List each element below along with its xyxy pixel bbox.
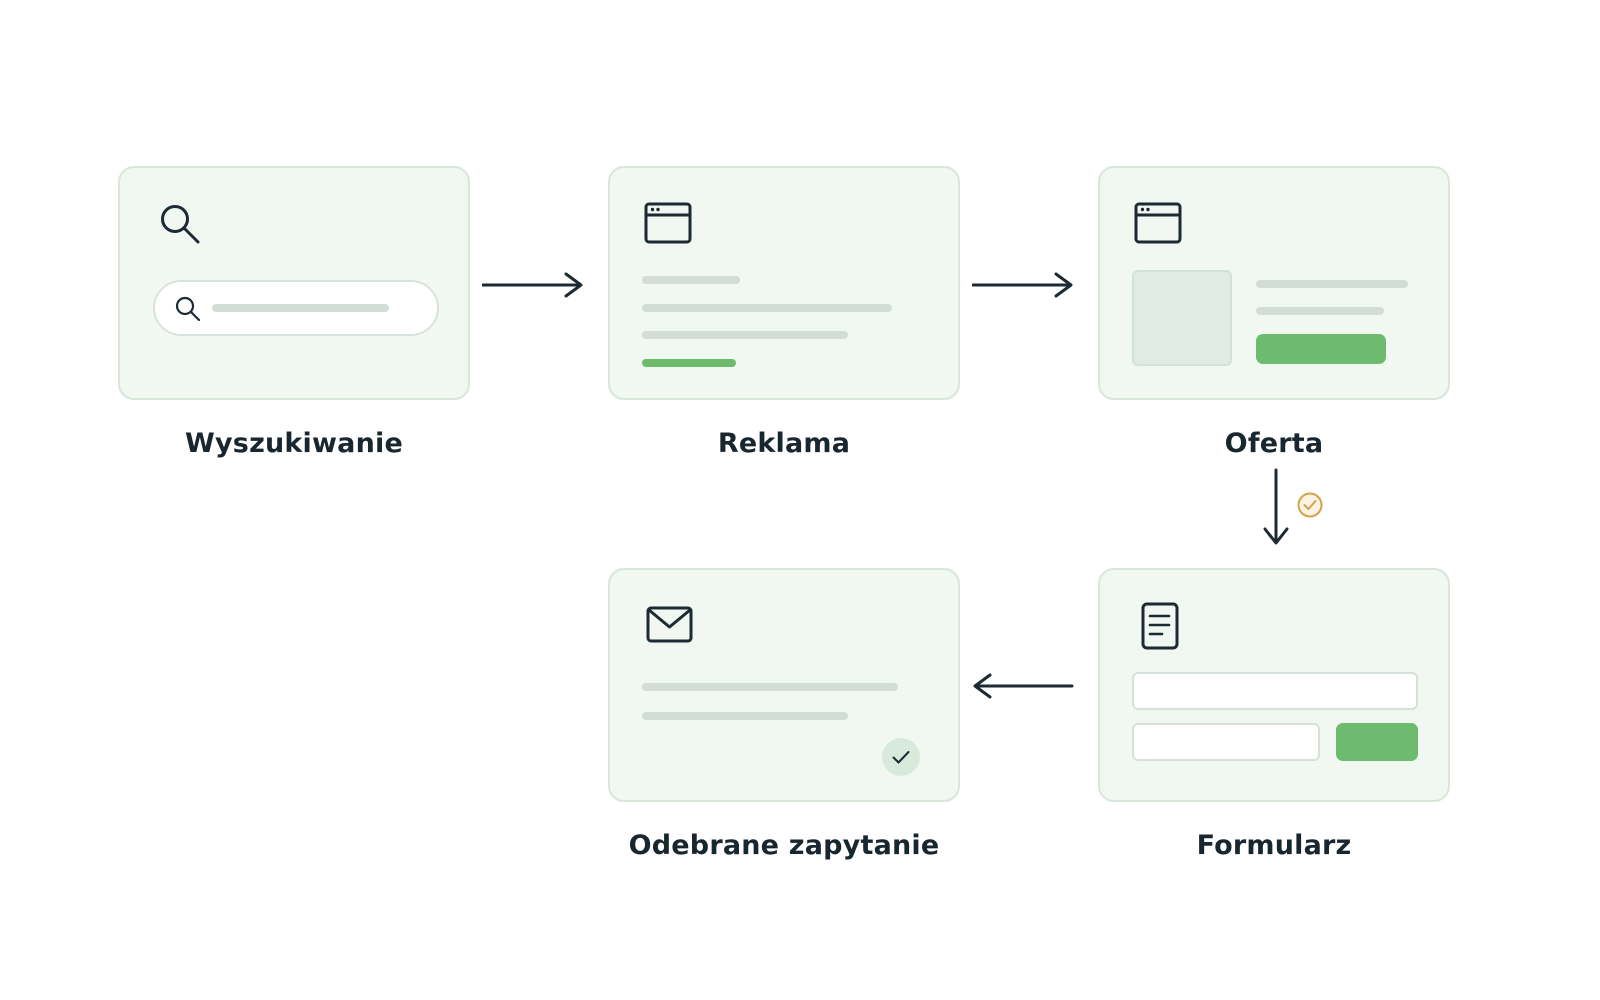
- step-label-ad: Reklama: [717, 428, 851, 459]
- offer-text-bar: [1256, 280, 1408, 288]
- search-input-mock: [153, 280, 439, 336]
- document-icon: [1141, 602, 1179, 650]
- step-label-form: Formularz: [1196, 830, 1352, 861]
- flow-arrow-right: [972, 272, 1073, 298]
- step-card-received: [608, 568, 960, 802]
- browser-window-icon: [644, 202, 692, 244]
- search-icon: [161, 205, 200, 244]
- ad-text-bar: [642, 331, 848, 339]
- step-label-search: Wyszukiwanie: [185, 428, 403, 459]
- form-field-mock: [1132, 672, 1418, 710]
- browser-window-icon: [1134, 202, 1182, 244]
- search-placeholder-bar: [212, 304, 389, 312]
- step-card-search: [118, 166, 470, 400]
- step-label-offer: Oferta: [1224, 428, 1324, 459]
- message-text-bar: [642, 683, 898, 691]
- offer-text-bar: [1256, 307, 1384, 315]
- search-icon: [175, 296, 201, 322]
- check-circle-icon: [1297, 492, 1323, 518]
- flow-arrow-right: [482, 272, 583, 298]
- offer-image-placeholder: [1132, 270, 1232, 366]
- step-card-form: [1098, 568, 1450, 802]
- flow-arrow-left: [973, 673, 1074, 699]
- step-card-offer: [1098, 166, 1450, 400]
- offer-cta-button: [1256, 334, 1386, 364]
- message-text-bar: [642, 712, 848, 720]
- flow-arrow-down: [1263, 468, 1289, 545]
- check-icon: [882, 738, 920, 776]
- form-field-mock: [1132, 723, 1320, 761]
- mail-icon: [646, 606, 693, 643]
- step-card-ad: [608, 166, 960, 400]
- form-submit-button: [1336, 723, 1418, 761]
- ad-headline-bar: [642, 276, 740, 284]
- ad-link-bar: [642, 359, 736, 367]
- step-label-received: Odebrane zapytanie: [628, 830, 940, 861]
- ad-text-bar: [642, 304, 892, 312]
